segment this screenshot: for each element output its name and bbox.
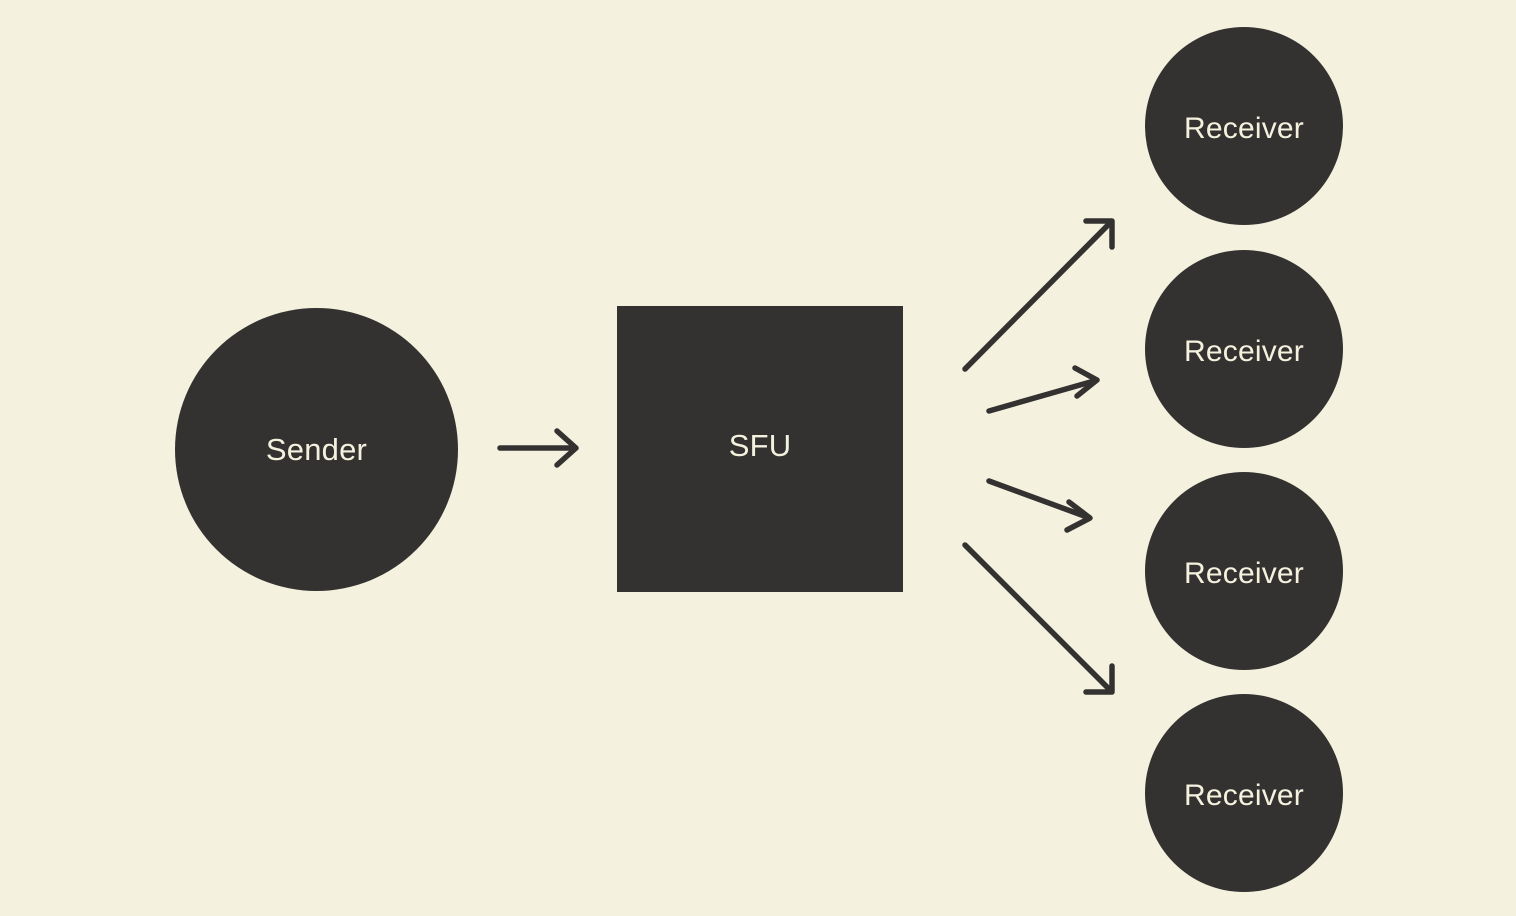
node-receiver-2[interactable]: Receiver [1145,472,1343,670]
node-sender-label: Sender [265,432,368,467]
edge-sfu-to-receiver-0 [962,218,1115,372]
node-receiver-2-label: Receiver [1184,557,1304,590]
node-sfu-label: SFU [728,427,792,463]
edge-sfu-to-receiver-1 [986,365,1100,414]
edge-sfu-to-receiver-2 [986,478,1093,533]
node-receiver-0[interactable]: Receiver [1145,27,1343,225]
edge-sender-to-sfu [497,428,579,468]
node-receiver-1[interactable]: Receiver [1145,250,1343,448]
node-receiver-3-label: Receiver [1184,779,1304,812]
node-sfu[interactable]: SFU [617,306,903,592]
node-receiver-0-label: Receiver [1184,112,1304,145]
node-sender[interactable]: Sender [175,308,458,591]
node-receiver-3[interactable]: Receiver [1145,694,1343,892]
edge-sfu-to-receiver-3 [962,542,1115,695]
node-receiver-1-label: Receiver [1184,335,1304,368]
